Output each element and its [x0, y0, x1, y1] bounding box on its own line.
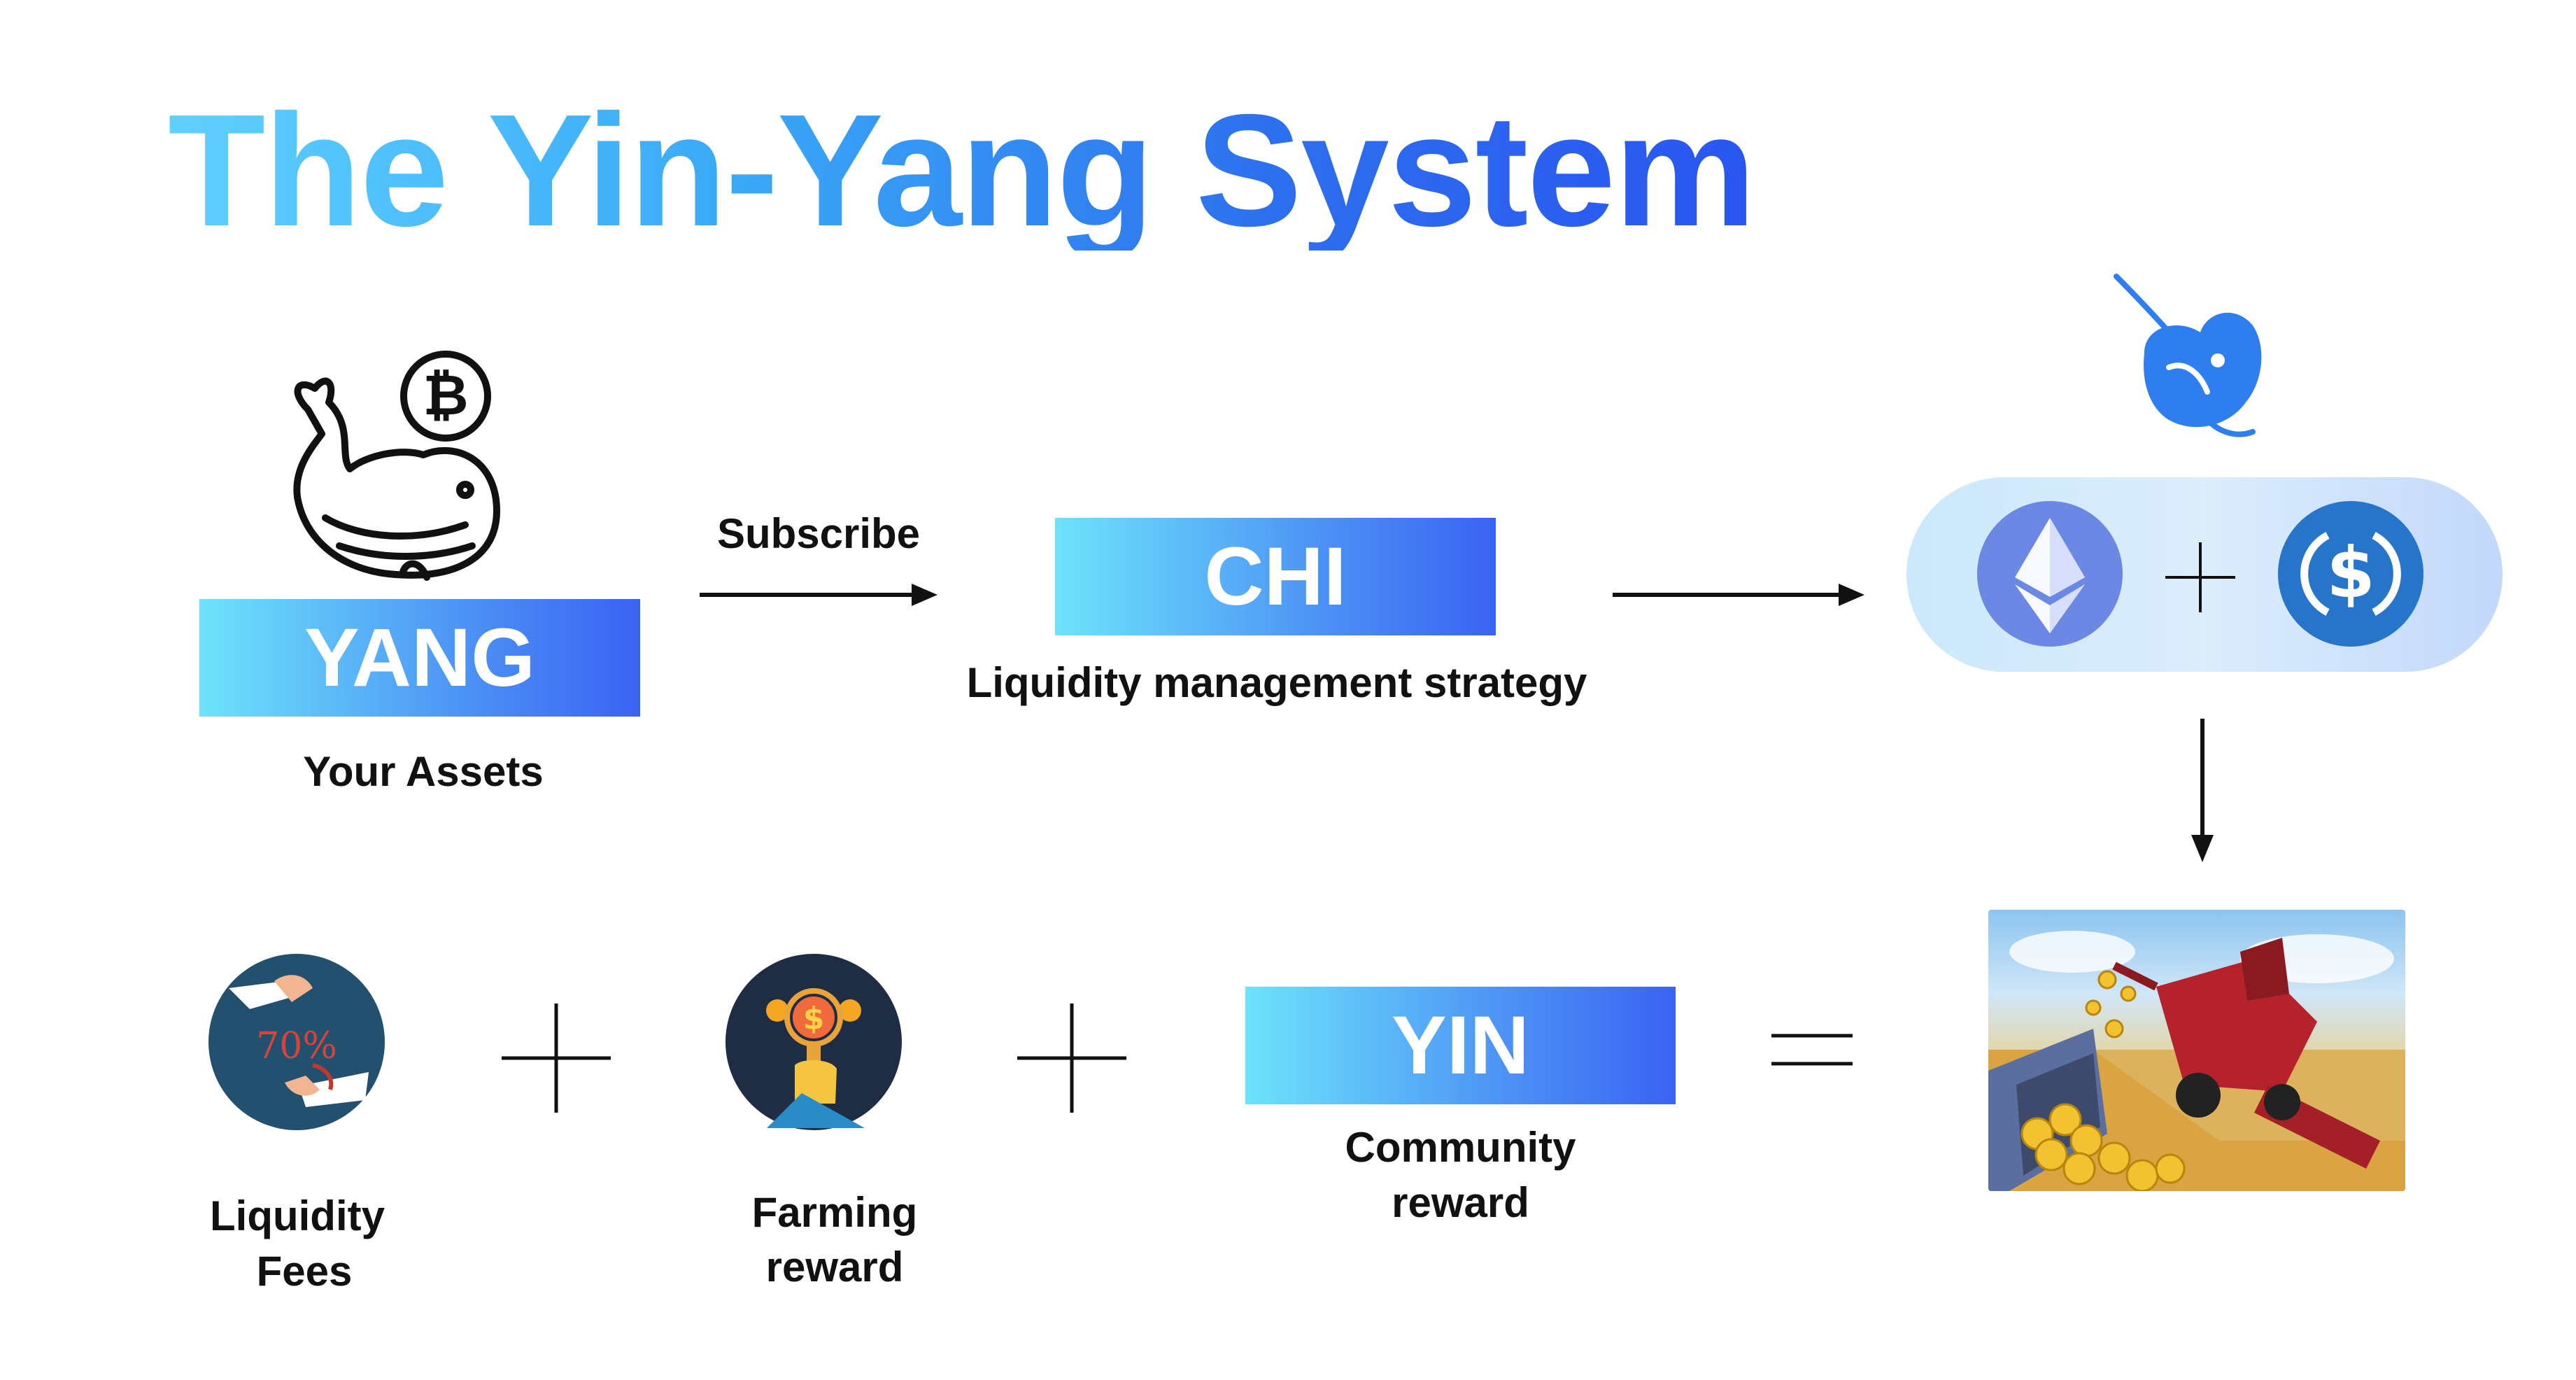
svg-text:$: $ [2326, 532, 2375, 614]
liquidity-fees-line1: Liquidity [210, 1192, 385, 1239]
usdc-icon: $ [2278, 501, 2423, 647]
liquidity-fees-line2: Fees [256, 1248, 353, 1295]
harvester-scene-icon [1988, 931, 2405, 1191]
pool-arrow [1613, 584, 1864, 606]
farming-reward-icon: $ [726, 954, 902, 1130]
farming-reward-line1: Farming [751, 1189, 918, 1236]
subscribe-arrow [700, 584, 937, 606]
svg-text:70%: 70% [256, 1025, 337, 1067]
combine-harvester-coins-image [1988, 910, 2405, 1191]
subscribe-label: Subscribe [716, 510, 921, 557]
yang-badge: YANG [199, 599, 640, 717]
chi-badge: CHI [1055, 518, 1496, 635]
equals-icon [1771, 1034, 1853, 1066]
svg-text:$: $ [803, 1001, 825, 1036]
svg-text:₿: ₿ [423, 362, 468, 428]
yin-caption-line1: Community [1345, 1124, 1576, 1171]
chi-caption: Liquidity management strategy [966, 659, 1587, 706]
down-arrow [2191, 719, 2214, 862]
plus-icon [2165, 542, 2235, 612]
yang-caption: Your Assets [303, 748, 544, 795]
whale-bitcoin-icon: ₿ [293, 351, 500, 581]
ethereum-icon [1977, 501, 2123, 647]
plus-icon [502, 1004, 611, 1113]
yin-badge: YIN [1245, 987, 1676, 1104]
uniswap-unicorn-icon [2114, 274, 2262, 437]
plus-icon [1017, 1004, 1126, 1113]
page-title: The Yin-Yang System [168, 82, 1756, 260]
farming-reward-line2: reward [765, 1244, 904, 1290]
yin-caption-line2: reward [1392, 1179, 1529, 1226]
liquidity-fees-icon: 70% [208, 954, 385, 1130]
